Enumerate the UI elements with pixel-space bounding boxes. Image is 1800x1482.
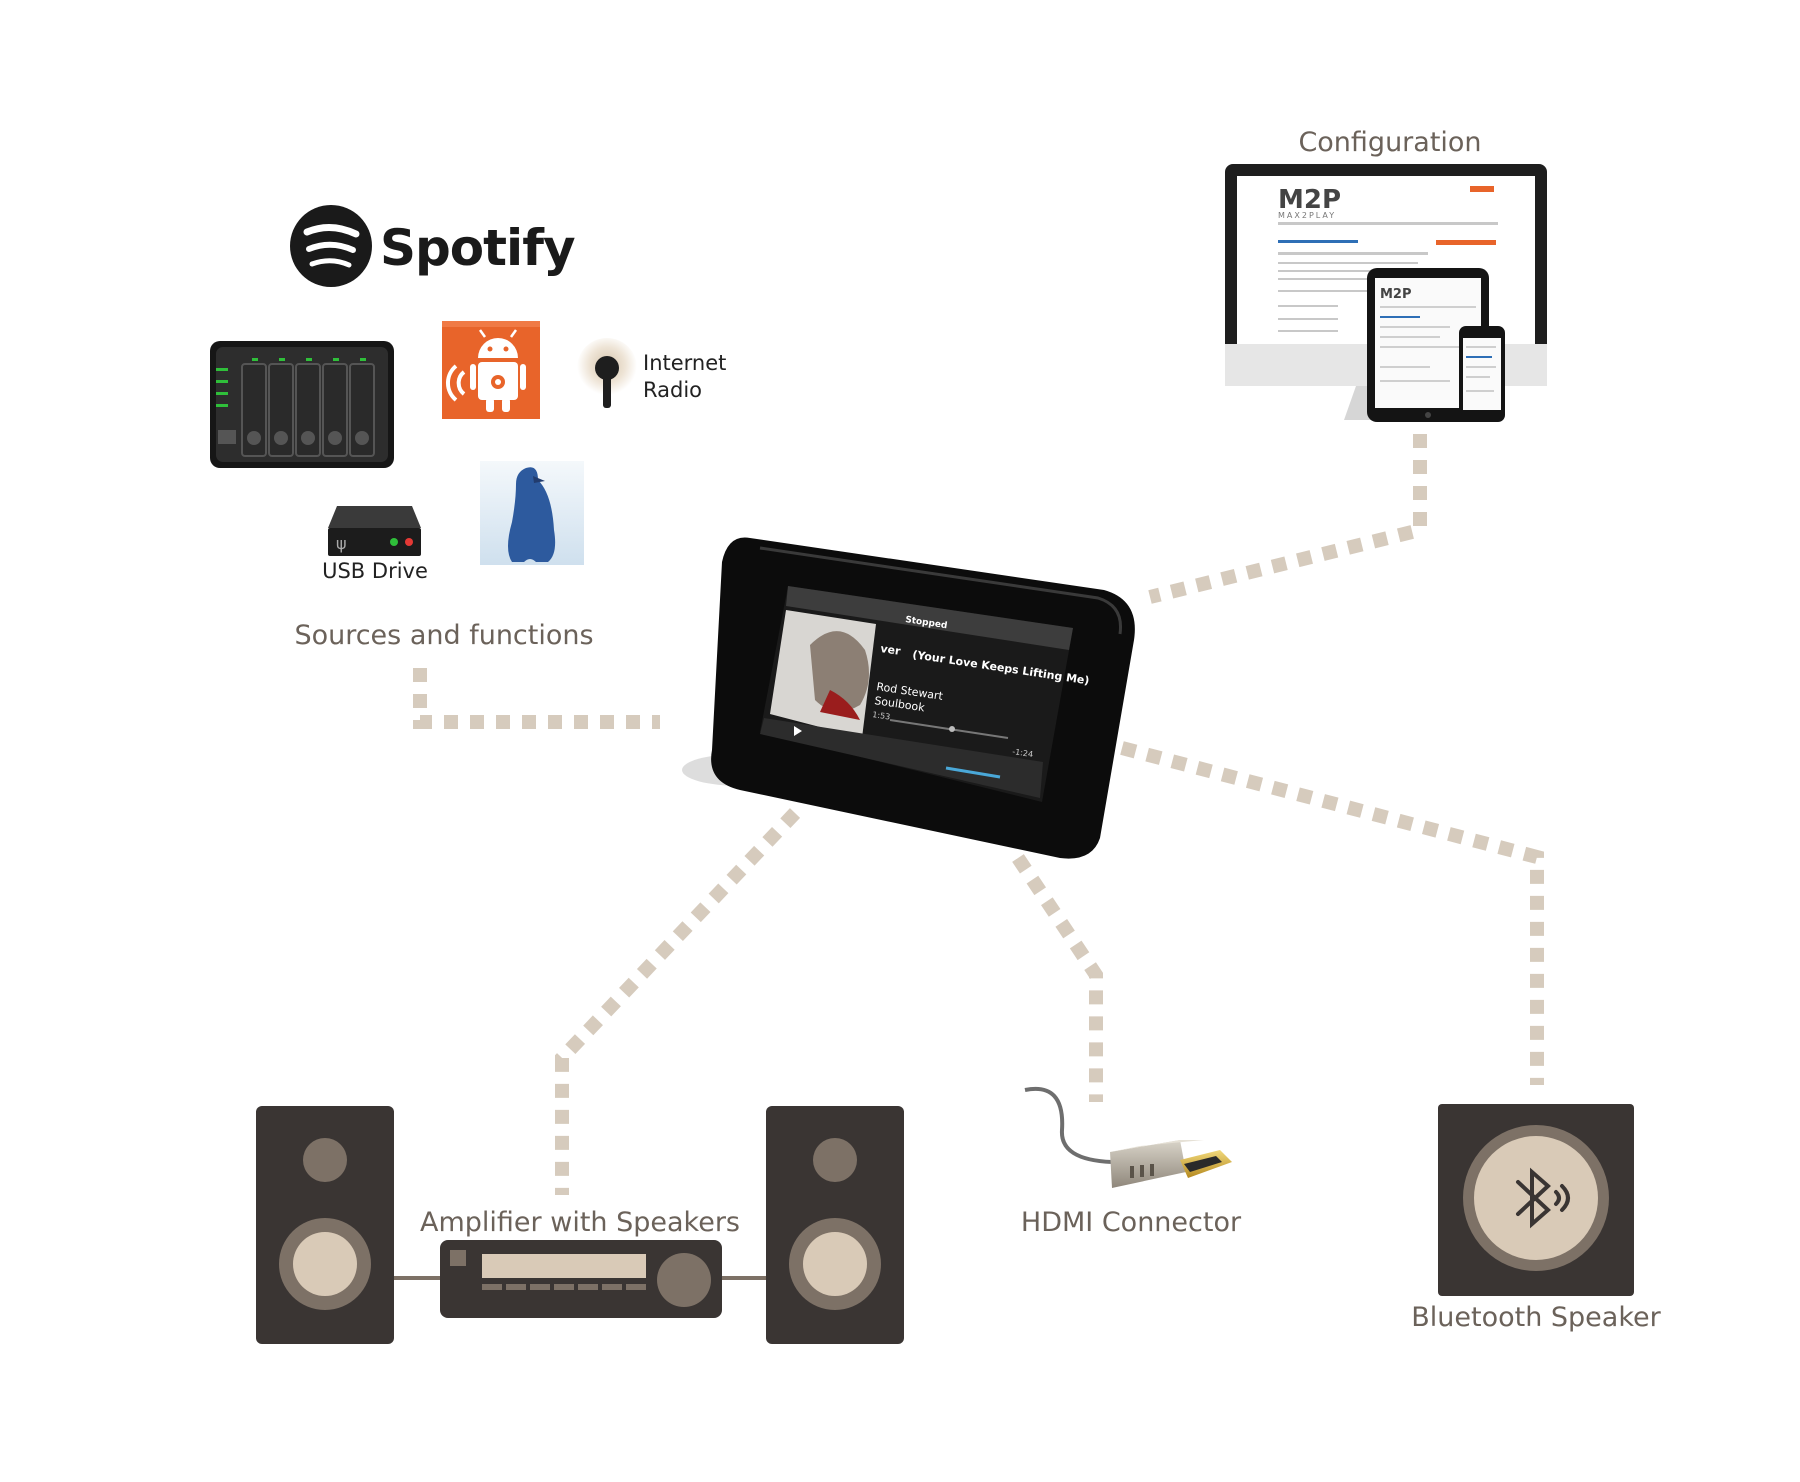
hdmi-cable-icon bbox=[1024, 1086, 1232, 1188]
hdmi-group: HDMI Connector bbox=[1021, 1086, 1242, 1238]
spotify-logo: Spotify bbox=[290, 205, 576, 287]
internet-radio-icon: Internet Radio bbox=[577, 338, 726, 408]
connector-hdmi bbox=[1012, 854, 1103, 1102]
sources-group: Spotify bbox=[210, 205, 726, 651]
volume-slider[interactable] bbox=[945, 766, 1001, 779]
track-title-fragment: ver bbox=[880, 642, 902, 658]
configuration-devices: Configuration M2P MAX2PLAY M2P bbox=[1225, 127, 1547, 422]
connector-configuration bbox=[1148, 434, 1427, 604]
connector-amplifier bbox=[555, 808, 801, 1195]
config-logo-subtitle: MAX2PLAY bbox=[1278, 211, 1336, 220]
amplifier-label: Amplifier with Speakers bbox=[420, 1207, 740, 1238]
bluetooth-speaker-label: Bluetooth Speaker bbox=[1411, 1302, 1661, 1333]
connector-bluetooth bbox=[1120, 741, 1544, 1085]
amplifier bbox=[440, 1240, 722, 1318]
usb-drive-icon: ψ bbox=[328, 506, 421, 556]
internet-radio-label-line1: Internet bbox=[643, 351, 726, 375]
connector-sources bbox=[413, 668, 660, 729]
bluetooth-speaker-group: Bluetooth Speaker bbox=[1411, 1104, 1662, 1333]
amplifier-group: Amplifier with Speakers bbox=[256, 1106, 904, 1344]
tablet-logo: M2P bbox=[1380, 287, 1412, 302]
track-remaining: -1:24 bbox=[1012, 747, 1034, 759]
penguin-icon bbox=[480, 461, 584, 565]
config-logo: M2P bbox=[1278, 185, 1341, 215]
sources-label: Sources and functions bbox=[294, 620, 593, 651]
track-elapsed: 1:53 bbox=[872, 710, 891, 722]
usb-drive-label: USB Drive bbox=[322, 559, 428, 583]
left-speaker bbox=[256, 1106, 394, 1344]
player-device: Stopped ver (Your Love Keeps Lifting Me)… bbox=[682, 537, 1135, 859]
connectors bbox=[413, 434, 1544, 1195]
configuration-label: Configuration bbox=[1298, 127, 1481, 158]
phone-screen bbox=[1463, 338, 1501, 410]
nas-icon bbox=[210, 341, 394, 468]
spotify-wordmark: Spotify bbox=[380, 219, 575, 277]
progress-knob[interactable] bbox=[949, 726, 955, 732]
bluetooth-icon bbox=[1516, 1167, 1570, 1229]
right-speaker bbox=[766, 1106, 904, 1344]
play-icon[interactable] bbox=[794, 726, 802, 736]
svg-text:ψ: ψ bbox=[336, 534, 347, 553]
internet-radio-label-line2: Radio bbox=[643, 378, 702, 402]
android-app-icon bbox=[442, 321, 540, 419]
hdmi-label: HDMI Connector bbox=[1021, 1207, 1242, 1238]
